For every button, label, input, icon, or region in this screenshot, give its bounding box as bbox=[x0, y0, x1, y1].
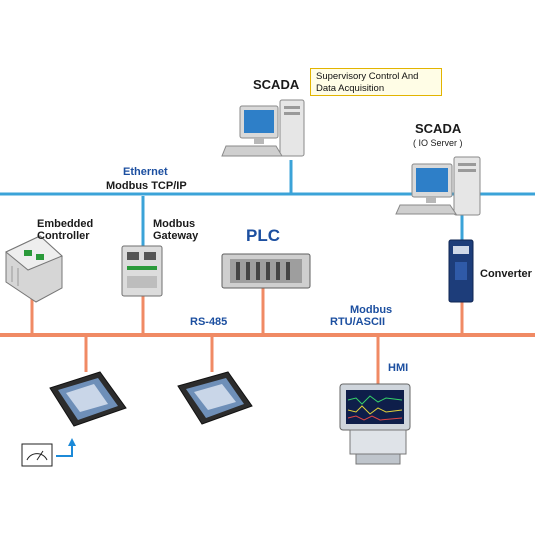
hmi-monitor-device bbox=[339, 383, 411, 465]
scada-workstation-right bbox=[395, 156, 481, 216]
scada-description-note: Supervisory Control And Data Acquisition bbox=[310, 68, 442, 96]
scada-right-sublabel: ( IO Server ) bbox=[413, 138, 463, 148]
plc-label: PLC bbox=[246, 226, 280, 245]
modbus-gateway-label-2: Gateway bbox=[153, 230, 199, 242]
modbus-gateway-label-1: Modbus bbox=[153, 218, 196, 230]
converter-device bbox=[448, 239, 474, 303]
hmi-label: HMI bbox=[388, 362, 409, 374]
meter-gauge-icon bbox=[21, 443, 53, 467]
modbus-rtu-label-1: Modbus bbox=[350, 304, 393, 316]
scada-top-label: SCADA bbox=[253, 77, 300, 92]
touch-panel-left bbox=[49, 371, 127, 427]
scada-description-line1: Supervisory Control And bbox=[316, 71, 419, 82]
rs485-label: RS-485 bbox=[190, 316, 228, 328]
arrow-icon bbox=[56, 438, 76, 457]
embedded-controller-label-2: Controller bbox=[37, 230, 90, 242]
embedded-controller-label-1: Embedded bbox=[37, 218, 94, 230]
modbus-rtu-label-2: RTU/ASCII bbox=[330, 316, 385, 328]
plc-device bbox=[221, 253, 311, 289]
embedded-controller-device bbox=[5, 235, 63, 303]
modbus-tcpip-label: Modbus TCP/IP bbox=[106, 180, 187, 192]
scada-right-label: SCADA bbox=[415, 121, 462, 136]
modbus-gateway-device bbox=[121, 245, 163, 297]
scada-description-line2: Data Acquisition bbox=[316, 83, 385, 94]
touch-panel-mid bbox=[177, 371, 253, 425]
scada-workstation-top bbox=[221, 99, 305, 157]
ethernet-label: Ethernet bbox=[123, 166, 168, 178]
converter-label: Converter bbox=[480, 268, 532, 280]
